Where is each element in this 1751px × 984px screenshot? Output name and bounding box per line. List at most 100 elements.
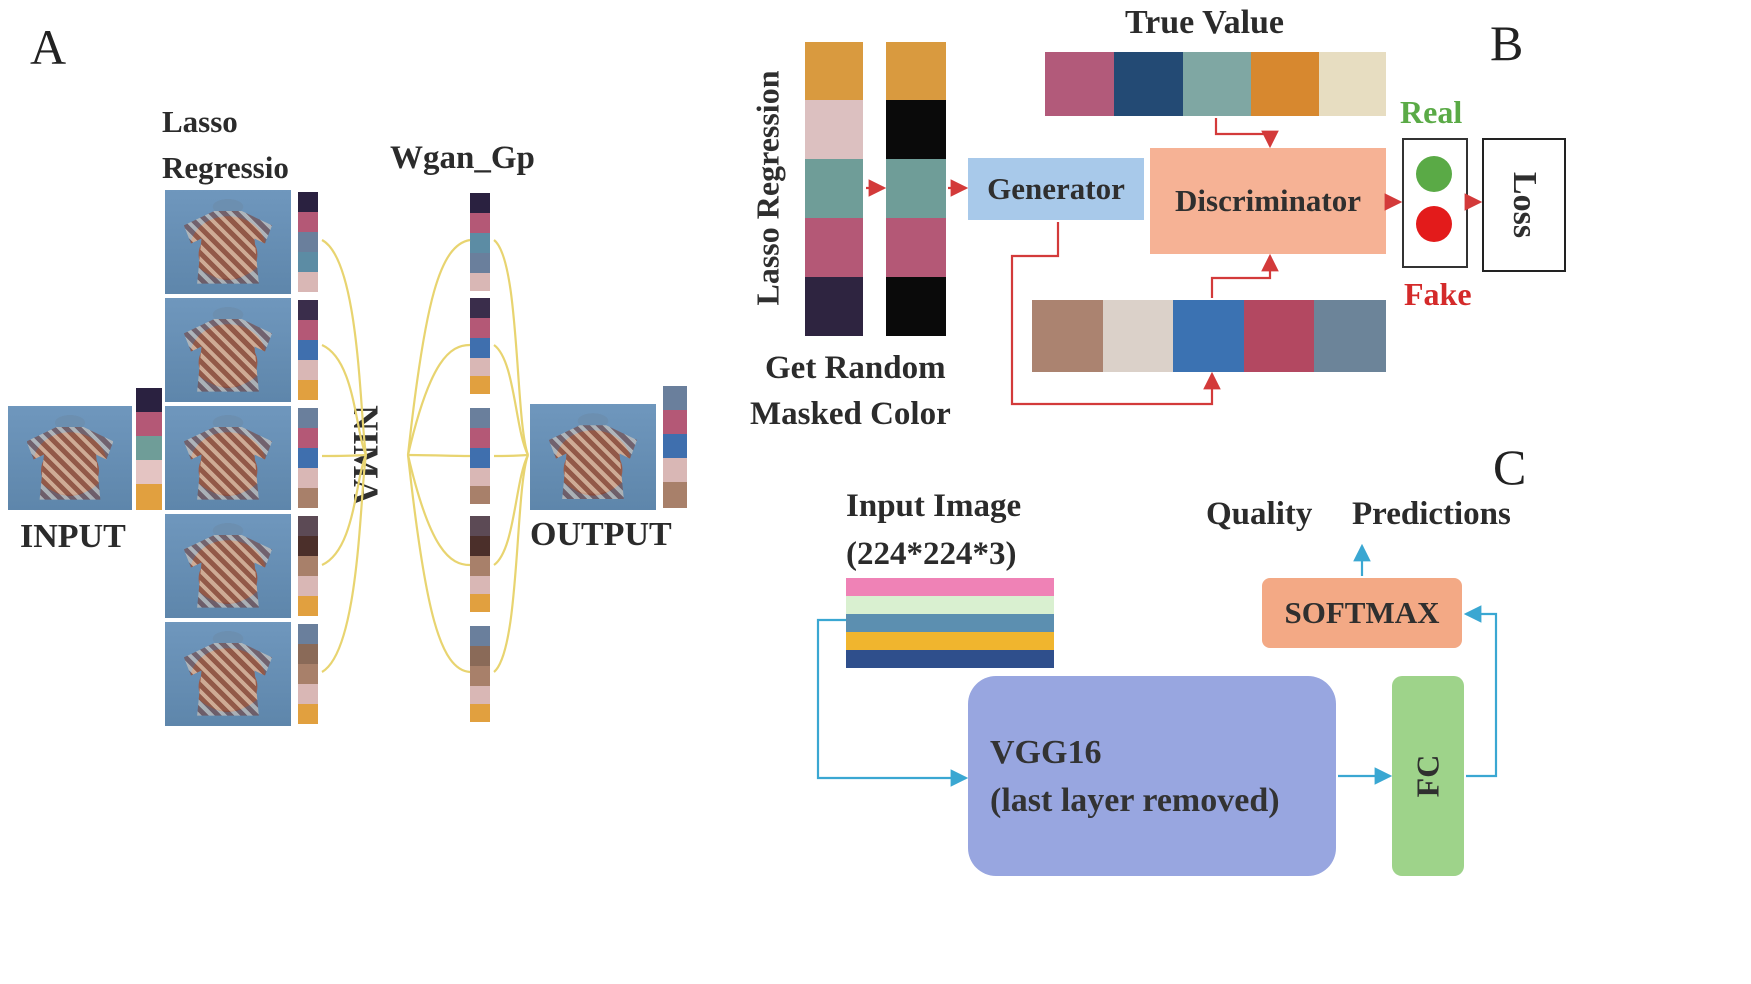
true-value-swatch (1251, 52, 1319, 116)
palette-swatch (298, 536, 318, 556)
palette-swatch (298, 340, 318, 360)
wgan-label: Wgan_Gp (390, 140, 535, 176)
input-palette-swatch (136, 388, 162, 412)
palette-swatch (298, 428, 318, 448)
palette-swatch (470, 253, 490, 273)
quality-label: Quality (1206, 496, 1313, 532)
palette-swatch (470, 594, 490, 612)
lasso-image-1 (165, 190, 291, 294)
output-palette-swatch (663, 434, 687, 458)
palette-swatch (298, 380, 318, 400)
input-image-stripe (846, 650, 1054, 668)
palette-swatch (470, 646, 490, 666)
fc-box: FC (1392, 676, 1464, 876)
discriminator-box: Discriminator (1150, 148, 1386, 254)
lasso-color-swatch (805, 42, 863, 100)
curve (493, 453, 529, 458)
arrow-input-to-vgg (816, 618, 969, 787)
fc-label: FC (1409, 754, 1446, 798)
palette-swatch (470, 338, 490, 358)
palette-swatch (298, 252, 318, 272)
palette-swatch (298, 516, 318, 536)
masked-color-swatch (886, 159, 946, 218)
lasso-color-swatch (805, 100, 863, 159)
masked-color-swatch (886, 218, 946, 277)
lasso-label-line2: Regressio (162, 150, 289, 185)
curve (321, 454, 368, 673)
panel-label-b: B (1490, 15, 1524, 71)
arrow-generator-to-generated (1010, 222, 1221, 406)
palette-swatch (470, 273, 490, 291)
palette-swatch (470, 318, 490, 338)
true-value-swatch (1319, 52, 1386, 116)
palette-swatch (470, 448, 490, 468)
vgg16-box: VGG16 (last layer removed) (968, 676, 1336, 876)
input-palette-swatch (136, 412, 162, 436)
palette-swatch (298, 684, 318, 704)
palette-swatch (470, 686, 490, 704)
real-indicator (1416, 156, 1452, 192)
palette-swatch (470, 536, 490, 556)
generated-color-swatch (1314, 300, 1386, 372)
palette-swatch (470, 408, 490, 428)
true-value-swatch (1114, 52, 1183, 116)
input-image-stripe (846, 578, 1054, 596)
palette-swatch (298, 644, 318, 664)
true-value-label: True Value (1125, 4, 1285, 41)
input-image (8, 406, 132, 510)
curve (493, 239, 530, 456)
curve (493, 344, 529, 456)
masked-color-swatch (886, 277, 946, 336)
palette-swatch (298, 468, 318, 488)
palette-swatch (298, 300, 318, 320)
palette-swatch (470, 556, 490, 576)
real-fake-box (1402, 138, 1468, 268)
generated-color-swatch (1244, 300, 1314, 372)
input-palette-swatch (136, 436, 162, 460)
generated-color-swatch (1103, 300, 1173, 372)
softmax-box: SOFTMAX (1262, 578, 1462, 648)
palette-swatch (470, 193, 490, 213)
palette-swatch (470, 516, 490, 536)
palette-swatch (470, 428, 490, 448)
get-random-label-line1: Get Random (765, 350, 946, 386)
masked-color-swatch (886, 42, 946, 100)
input-image-label-line1: Input Image (846, 488, 1022, 524)
palette-swatch (470, 704, 490, 722)
arrow-fc-to-softmax (1463, 605, 1498, 778)
palette-swatch (298, 408, 318, 428)
palette-swatch (298, 320, 318, 340)
palette-swatch (298, 192, 318, 212)
fake-indicator (1416, 206, 1452, 242)
curve (321, 454, 368, 567)
vgg16-label-line1: VGG16 (990, 734, 1102, 771)
curve (406, 343, 471, 456)
curve (493, 454, 529, 566)
palette-swatch (470, 468, 490, 486)
output-palette-swatch (663, 386, 687, 410)
output-palette-swatch (663, 458, 687, 482)
palette-swatch (470, 486, 490, 504)
output-palette-swatch (663, 482, 687, 508)
palette-swatch (470, 576, 490, 594)
palette-swatch (298, 596, 318, 616)
input-image-label-line2: (224*224*3) (846, 536, 1017, 572)
palette-swatch (298, 212, 318, 232)
predictions-label: Predictions (1352, 496, 1511, 532)
curve (321, 453, 367, 458)
curve (493, 454, 530, 673)
palette-swatch (470, 376, 490, 394)
palette-swatch (298, 624, 318, 644)
vgg16-label-line2: (last layer removed) (990, 782, 1280, 819)
input-image-stripe (846, 614, 1054, 632)
palette-swatch (470, 213, 490, 233)
generated-color-swatch (1173, 300, 1244, 372)
output-palette-swatch (663, 410, 687, 434)
palette-swatch (470, 666, 490, 686)
palette-swatch (470, 626, 490, 646)
curve (406, 238, 471, 456)
palette-swatch (298, 664, 318, 684)
palette-swatch (298, 272, 318, 292)
panel-label-a: A (30, 19, 67, 75)
palette-swatch (298, 488, 318, 508)
